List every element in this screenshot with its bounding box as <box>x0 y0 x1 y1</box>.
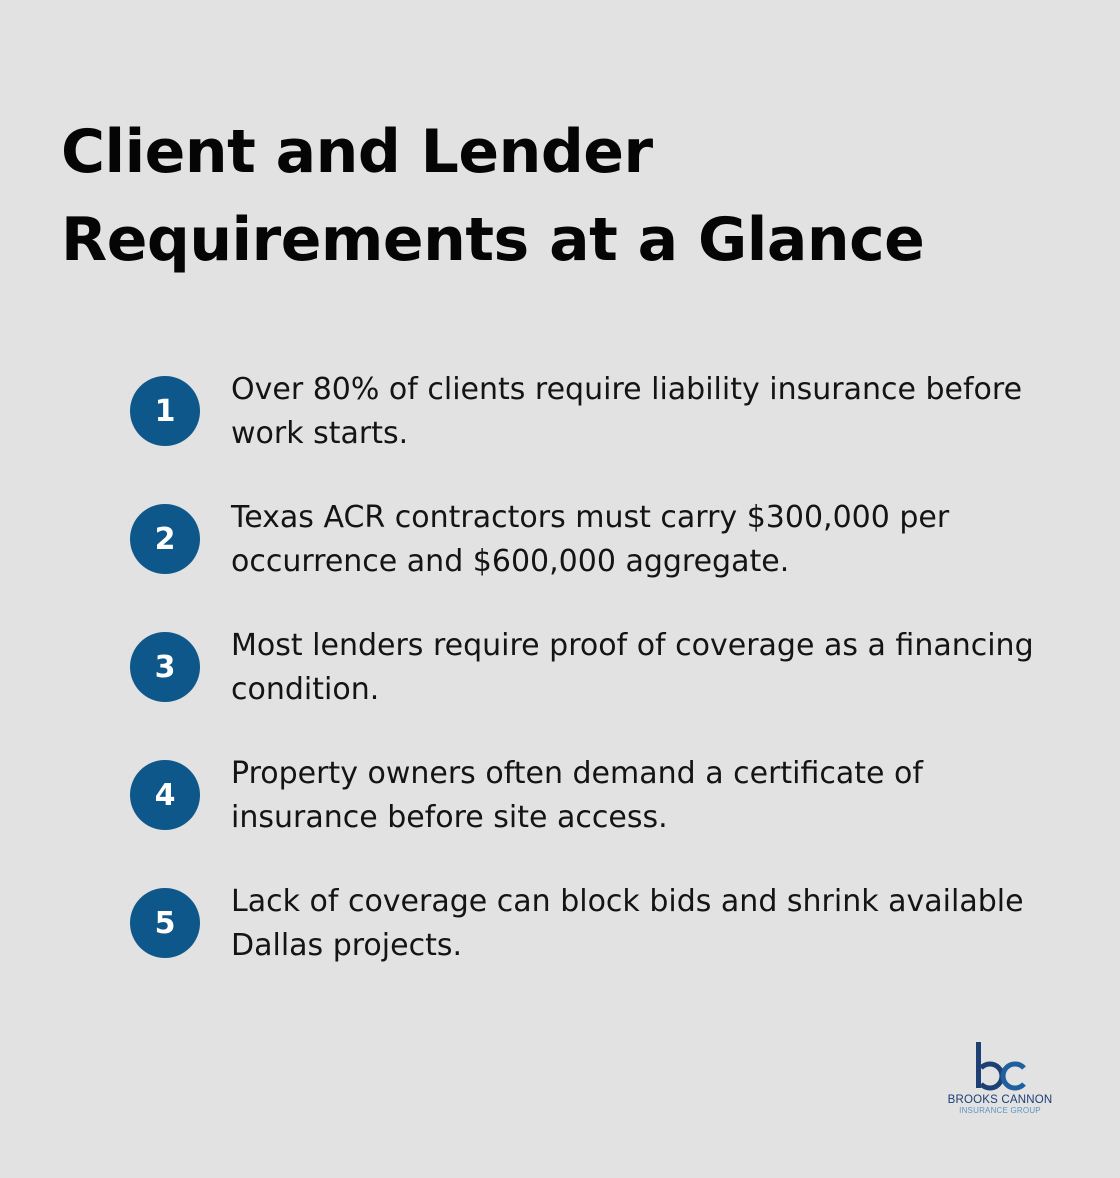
item-text: Lack of coverage can block bids and shri… <box>231 884 1024 963</box>
list-item: 2 Texas ACR contractors must carry $300,… <box>130 496 1050 624</box>
list-item: 5 Lack of coverage can block bids and sh… <box>130 880 1050 1008</box>
number-badge: 3 <box>130 632 200 702</box>
brand-logo: BROOKS CANNON INSURANCE GROUP <box>940 1040 1060 1115</box>
list-item: 4 Property owners often demand a certifi… <box>130 752 1050 880</box>
page-title: Client and Lender Requirements at a Glan… <box>61 117 925 275</box>
number-badge: 4 <box>130 760 200 830</box>
number-badge: 2 <box>130 504 200 574</box>
number-badge: 1 <box>130 376 200 446</box>
item-text: Most lenders require proof of coverage a… <box>231 628 1034 707</box>
item-text: Over 80% of clients require liability in… <box>231 372 1023 451</box>
bc-logo-mark-icon <box>976 1042 1026 1091</box>
item-text: Property owners often demand a certifica… <box>231 756 923 835</box>
list-item: 3 Most lenders require proof of coverage… <box>130 624 1050 752</box>
logo-subtitle: INSURANCE GROUP <box>959 1106 1041 1115</box>
logo-name: BROOKS CANNON <box>947 1094 1053 1106</box>
requirements-list: 1 Over 80% of clients require liability … <box>130 368 1050 1008</box>
item-text: Texas ACR contractors must carry $300,00… <box>231 500 950 579</box>
number-badge: 5 <box>130 888 200 958</box>
list-item: 1 Over 80% of clients require liability … <box>130 368 1050 496</box>
